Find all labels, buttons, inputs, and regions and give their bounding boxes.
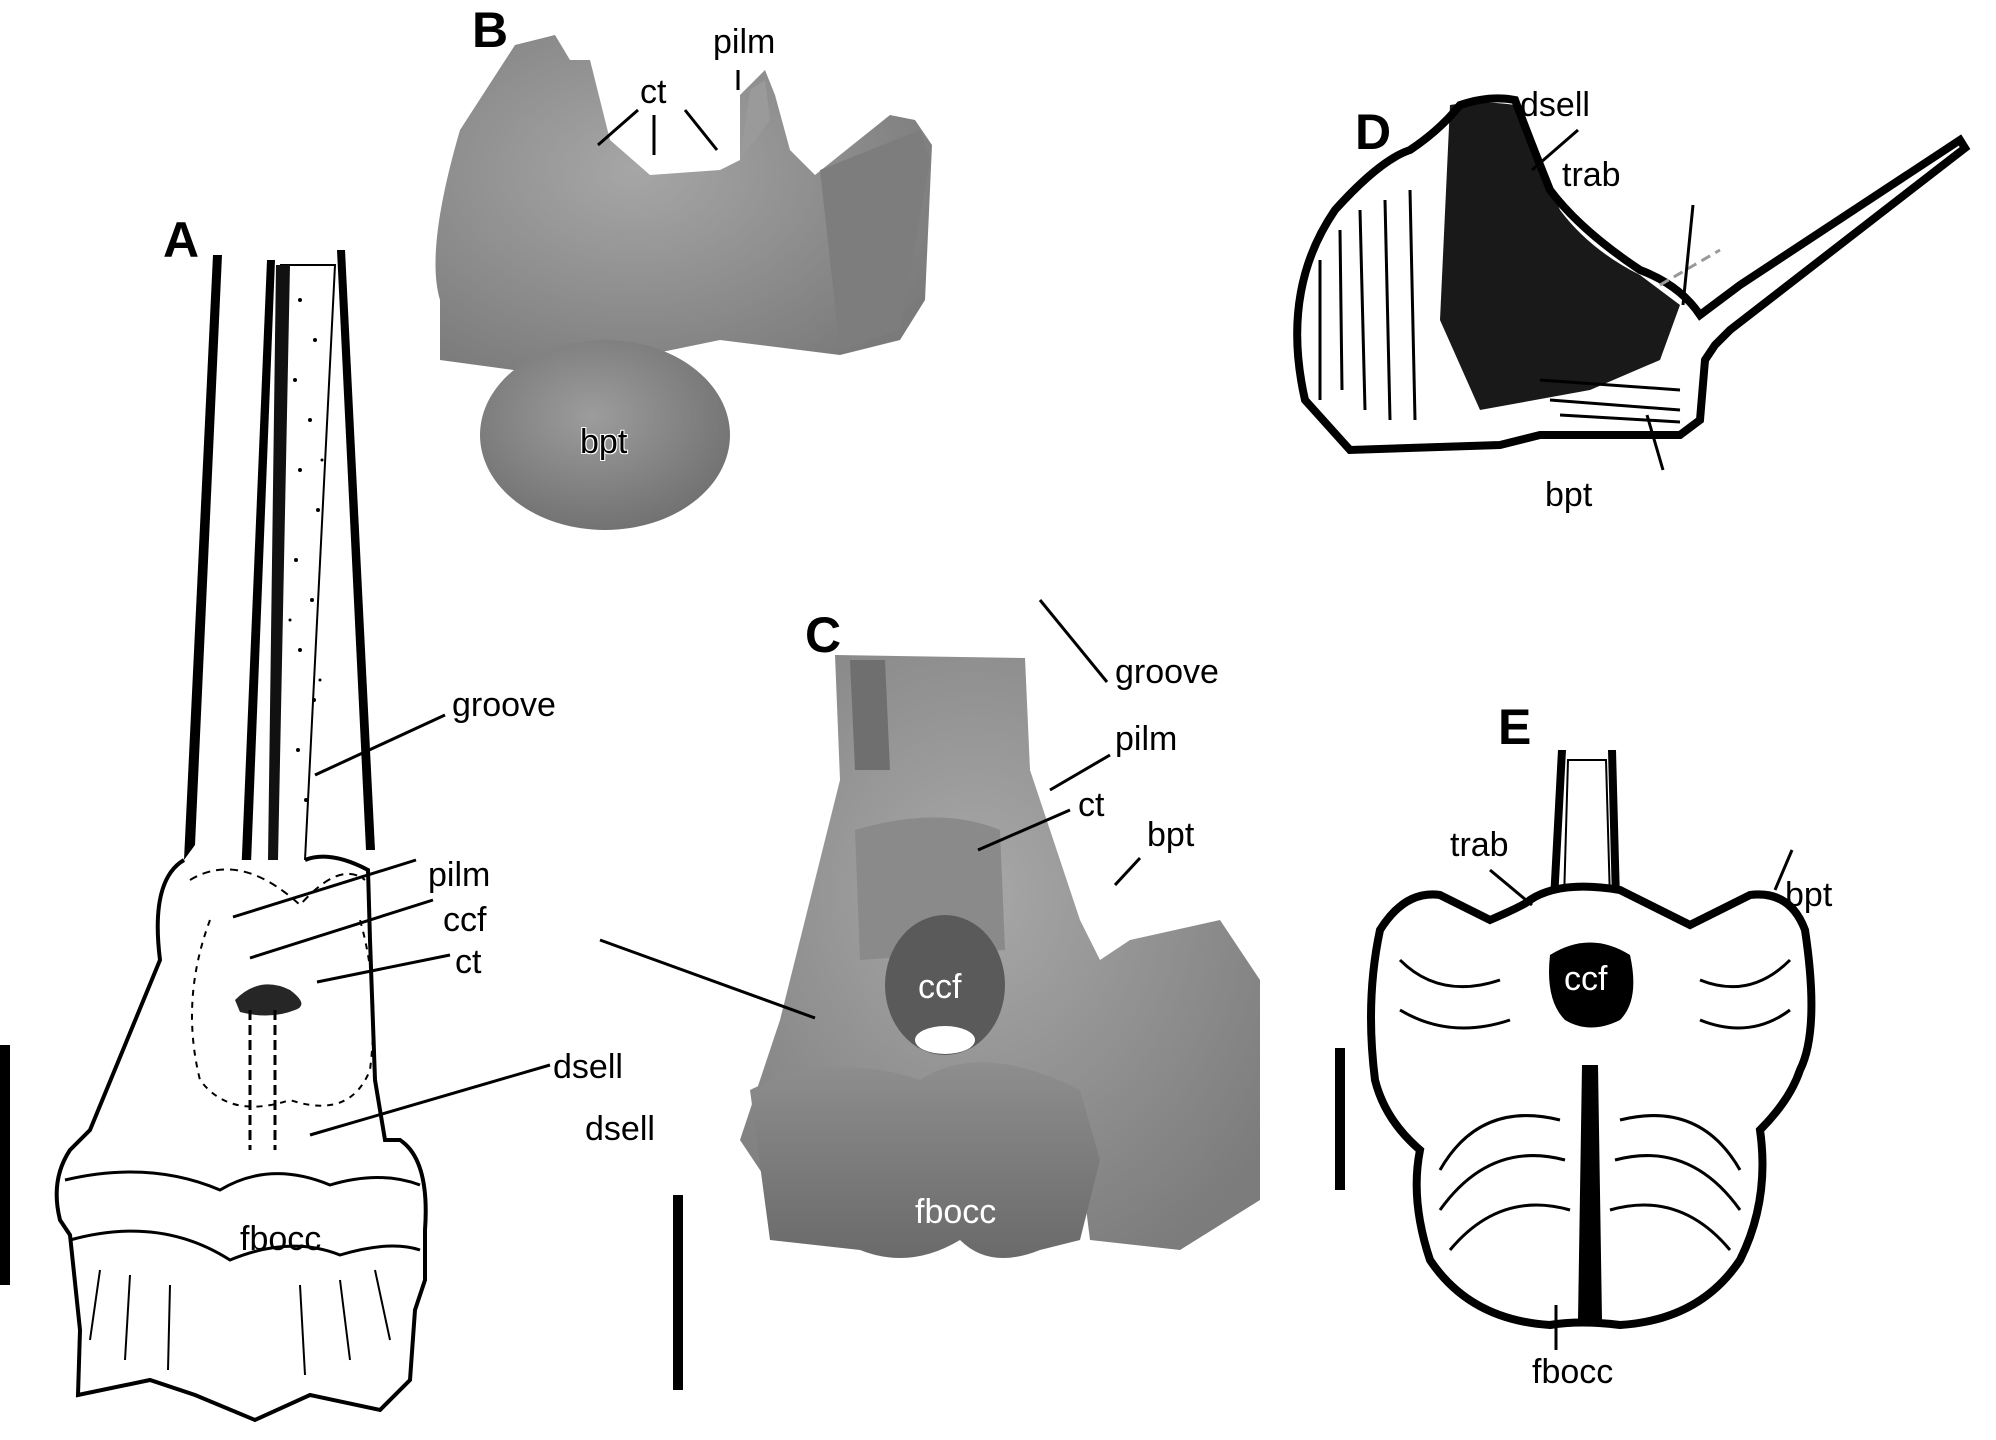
label-fbocc-c: fbocc [915, 1193, 997, 1231]
panel-e: E trab bpt ccf fbocc [1320, 700, 1996, 1440]
panel-letter-b: B [472, 2, 509, 58]
panel-c-render [599, 599, 1260, 1258]
panel-letter-e: E [1498, 699, 1532, 755]
label-bpt-d: bpt [1545, 476, 1593, 514]
label-bpt-b: bpt [580, 423, 628, 461]
panel-letter-d: D [1355, 104, 1392, 160]
panel-a-drawing [54, 250, 551, 1423]
scale-bar-c [673, 1195, 683, 1390]
leader-pilm-a [232, 858, 417, 919]
leader-ccf-a [249, 898, 434, 960]
label-groove-a: groove [452, 686, 556, 724]
label-fbocc-e: fbocc [1532, 1353, 1614, 1391]
label-ccf-a: ccf [443, 901, 487, 939]
label-ct-b: ct [640, 73, 667, 111]
scale-bar-e [1335, 1048, 1345, 1190]
ccf-opening-e [1549, 942, 1634, 1028]
label-ccf-e: ccf [1564, 960, 1608, 998]
label-bpt-e: bpt [1785, 876, 1833, 914]
leader-ct-a [316, 953, 451, 984]
leader-dsell-a [309, 1063, 551, 1137]
ccf-opening-c [885, 915, 1005, 1055]
label-groove-c: groove [1115, 653, 1219, 691]
label-dsell-a: dsell [553, 1048, 623, 1086]
leader-groove-a [314, 713, 446, 777]
label-ct-c: ct [1078, 786, 1105, 824]
panel-b-render [435, 35, 932, 530]
scale-bar-a [0, 1045, 10, 1285]
label-pilm-a: pilm [428, 856, 491, 894]
panel-a: A groove pilm ccf ct dsell fbocc [0, 0, 623, 1440]
panel-e-drawing [1367, 750, 1816, 1350]
panel-c: C groove pilm ct bpt ccf fbocc [599, 599, 1340, 1440]
label-ccf-c: ccf [918, 968, 962, 1006]
label-ct-a: ct [455, 943, 482, 981]
label-dsell-c: dsell [585, 1110, 655, 1148]
label-fbocc-a: fbocc [240, 1220, 322, 1258]
panel-letter-a: A [163, 212, 200, 268]
panel-d-drawing [1293, 94, 1971, 471]
panel-b: B ct pilm bpt [420, 0, 1240, 570]
label-pilm-b: pilm [713, 23, 776, 61]
panel-d: D dsell trab bpt [1260, 60, 1996, 540]
label-trab-e: trab [1450, 826, 1509, 864]
label-trab-d: trab [1562, 156, 1621, 194]
label-pilm-c: pilm [1115, 720, 1178, 758]
panel-letter-c: C [805, 607, 842, 663]
bpt-render-b [480, 340, 730, 530]
label-dsell-d: dsell [1520, 86, 1590, 124]
label-bpt-c: bpt [1147, 816, 1195, 854]
